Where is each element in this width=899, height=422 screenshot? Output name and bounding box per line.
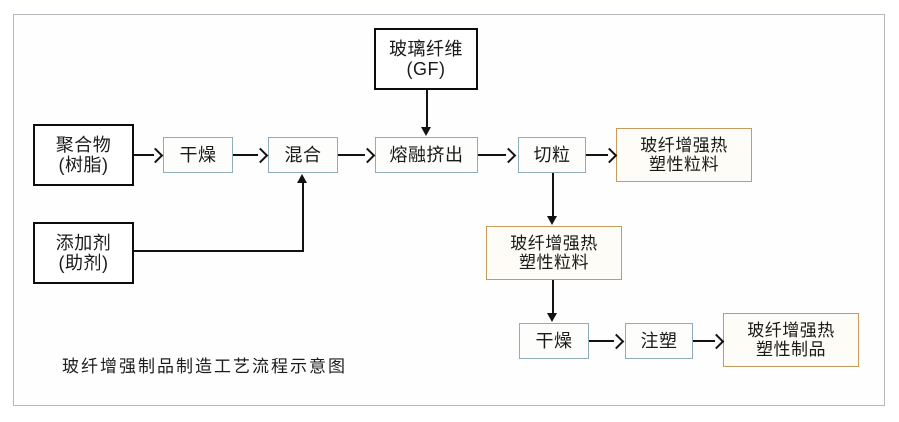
node-additive[interactable]: 添加剂 (助剂) <box>33 222 134 284</box>
node-pelletizing[interactable]: 切粒 <box>518 137 586 173</box>
node-drying-2[interactable]: 干燥 <box>519 323 589 359</box>
node-pellet-product-2[interactable]: 玻纤增强热 塑性粒料 <box>486 226 622 280</box>
node-melt-extrusion[interactable]: 熔融挤出 <box>375 137 478 173</box>
node-mixing[interactable]: 混合 <box>268 137 338 173</box>
node-injection[interactable]: 注塑 <box>625 323 693 359</box>
node-pellet-product-1[interactable]: 玻纤增强热 塑性粒料 <box>616 128 752 182</box>
diagram-caption: 玻纤增强制品制造工艺流程示意图 <box>62 357 347 376</box>
node-drying-1[interactable]: 干燥 <box>163 137 233 173</box>
node-polymer[interactable]: 聚合物 (树脂) <box>33 124 134 186</box>
node-final-product[interactable]: 玻纤增强热 塑性制品 <box>723 313 859 367</box>
node-glass-fiber[interactable]: 玻璃纤维 (GF) <box>374 28 478 90</box>
